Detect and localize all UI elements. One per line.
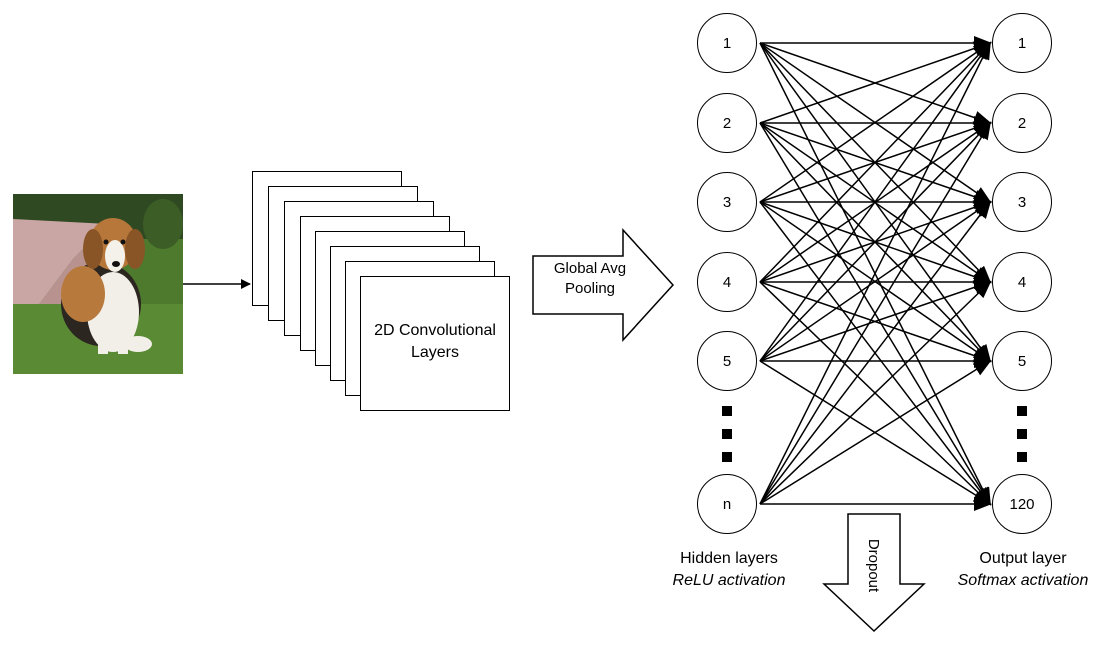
output-layer-activation: Softmax activation	[957, 572, 1089, 589]
hidden-node-2-label: 2	[722, 114, 732, 132]
input-dog-photo	[13, 194, 183, 374]
edge-h6-o5	[759, 359, 992, 505]
output-ellipsis-dot-1	[1017, 406, 1027, 416]
hidden-layer-title: Hidden layers	[680, 550, 778, 567]
hidden-node-5-label: 5	[722, 352, 732, 370]
edge-h6-o2	[759, 121, 992, 505]
edge-h6-o4	[759, 280, 992, 505]
output-node-2-label: 2	[1017, 114, 1027, 132]
pooling-label: Global Avg Pooling	[540, 259, 640, 299]
conv-layer-front	[360, 276, 510, 411]
output-node-120-label: 120	[1009, 495, 1035, 513]
output-layer-title: Output layer	[979, 550, 1067, 567]
output-ellipsis-dot-3	[1017, 452, 1027, 462]
output-node-4: 4	[992, 252, 1052, 312]
output-node-4-label: 4	[1017, 273, 1027, 291]
output-ellipsis-dot-2	[1017, 429, 1027, 439]
hidden-node-5: 5	[697, 331, 757, 391]
edge-h5-o1	[759, 41, 992, 362]
edge-h5-o3	[759, 200, 992, 362]
hidden-layer-caption: Hidden layers ReLU activation	[649, 548, 809, 592]
output-node-3-label: 3	[1017, 193, 1027, 211]
hidden-node-4-label: 4	[722, 273, 732, 291]
dropout-text: Dropout	[865, 538, 883, 592]
conv-label-line2: Layers	[410, 344, 460, 361]
pooling-label-line1: Global Avg	[553, 260, 627, 277]
pooling-arrow	[532, 228, 675, 342]
output-layer-caption: Output layer Softmax activation	[943, 548, 1103, 592]
hidden-layer-activation: ReLU activation	[672, 572, 786, 589]
hidden-node-2: 2	[697, 93, 757, 153]
dropout-label: Dropout	[846, 520, 902, 610]
hidden-ellipsis-dot-2	[722, 429, 732, 439]
pooling-label-line2: Pooling	[564, 280, 616, 297]
hidden-node-1: 1	[697, 13, 757, 73]
output-node-5: 5	[992, 331, 1052, 391]
edge-h6-o1	[759, 41, 991, 505]
output-node-3: 3	[992, 172, 1052, 232]
edge-h4-o1	[759, 41, 992, 283]
edge-h6-o3	[759, 200, 992, 505]
edge-h3-o1	[759, 41, 992, 203]
hidden-node-3-label: 3	[722, 193, 732, 211]
output-node-5-label: 5	[1017, 352, 1027, 370]
edge-h2-o1	[759, 41, 992, 124]
hidden-node-3: 3	[697, 172, 757, 232]
hidden-node-1-label: 1	[722, 34, 732, 52]
dropout-arrow	[822, 513, 926, 633]
edge-h5-o4	[759, 280, 992, 362]
hidden-node-n: n	[697, 474, 757, 534]
hidden-node-n-label: n	[722, 495, 732, 513]
output-node-1: 1	[992, 13, 1052, 73]
conv-label-line1: 2D Convolutional	[374, 322, 496, 339]
edge-h5-o2	[759, 121, 992, 362]
output-node-120: 120	[992, 474, 1052, 534]
output-node-2: 2	[992, 93, 1052, 153]
conv-label: 2D Convolutional Layers	[360, 320, 510, 364]
output-node-1-label: 1	[1017, 34, 1027, 52]
hidden-ellipsis-dot-3	[722, 452, 732, 462]
hidden-node-4: 4	[697, 252, 757, 312]
fully-connected-edges	[759, 36, 992, 511]
hidden-ellipsis-dot-1	[722, 406, 732, 416]
